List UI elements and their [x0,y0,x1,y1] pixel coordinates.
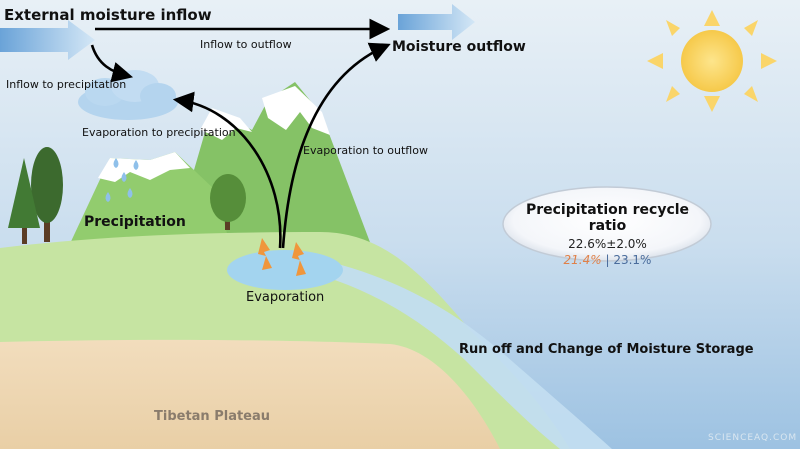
tibetan-plateau-ground [0,339,500,449]
evaporation-label: Evaporation [246,290,325,305]
precipitation-label: Precipitation [84,214,186,230]
recycle-ratio-range-separator: | [601,253,614,267]
recycle-ratio-value: 22.6%±2.0% [568,237,647,251]
runoff-river [295,255,612,449]
inflow-to-precipitation-arrow [90,44,134,83]
recycle-ratio-title: Precipitation recycle ratio [525,202,690,234]
recycle-ratio-range-low: 21.4% [563,253,602,267]
external-inflow-arrow [0,20,95,60]
evaporation-to-precipitation-label: Evaporation to precipitation [82,126,236,139]
sun [647,10,777,112]
evaporation-to-precipitation-arrow [172,91,282,249]
external-inflow-label: External moisture inflow [4,6,212,24]
cloud [78,70,178,120]
recycle-ratio-range-high: 23.1% [613,253,652,267]
recycle-ratio-text: Precipitation recycle ratio 22.6%±2.0% 2… [505,189,710,267]
trees [8,147,246,244]
inflow-to-outflow-label: Inflow to outflow [200,38,292,51]
runoff-label: Run off and Change of Moisture Storage [459,342,754,357]
inflow-to-precipitation-label: Inflow to precipitation [6,78,127,91]
evaporation-to-outflow-label: Evaporation to outflow [303,144,428,157]
lake [227,250,343,290]
recycle-ratio-badge [502,186,712,262]
recycle-ratio-range: 21.4% | 23.1% [505,253,710,267]
tibetan-plateau-label: Tibetan Plateau [154,409,271,424]
evaporation-flames [258,238,306,276]
moisture-outflow-label: Moisture outflow [392,39,526,55]
raindrops [105,158,139,202]
watermark: SCIENCEAQ.COM [708,433,798,443]
evaporation-to-outflow-arrow [281,42,391,249]
moisture-outflow-arrow [398,4,475,40]
